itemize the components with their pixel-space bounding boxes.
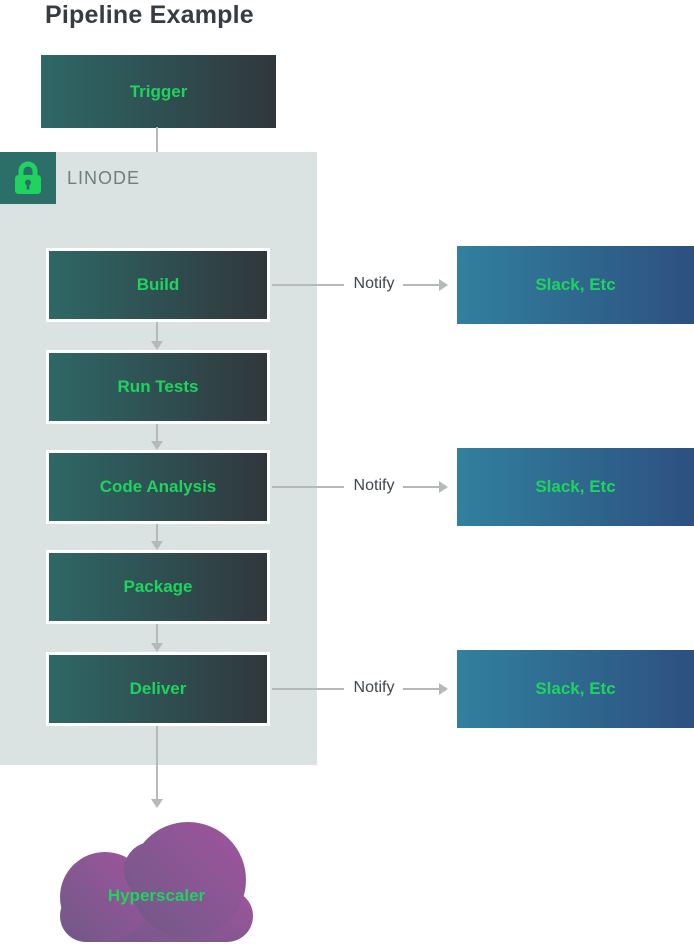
notify-row-build: Notify — [272, 246, 457, 324]
hyperscaler-cloud: Hyperscaler — [60, 822, 253, 942]
arrow-head-icon — [151, 541, 163, 550]
linode-label: LINODE — [67, 167, 141, 188]
arrow-right-icon — [439, 481, 448, 493]
slack-box-1: Slack, Etc — [457, 246, 694, 324]
step-box-package: Package — [46, 550, 270, 624]
notify-label: Notify — [353, 679, 395, 696]
arrow-stem — [156, 322, 158, 342]
arrow-codeanalysis-to-package — [151, 524, 163, 550]
arrow-stem — [403, 486, 439, 488]
slack-label: Slack, Etc — [535, 477, 616, 496]
arrow-stem — [156, 624, 158, 644]
lock-icon — [15, 161, 41, 194]
step-box-run-tests: Run Tests — [46, 350, 270, 424]
connector-line — [272, 284, 344, 286]
notify-row-deliver: Notify — [272, 650, 457, 728]
notify-label: Notify — [353, 275, 395, 292]
arrow-stem — [156, 524, 158, 542]
arrow-head-icon — [151, 799, 163, 808]
arrow-build-to-runtests — [151, 322, 163, 350]
step-label: Package — [123, 577, 193, 596]
arrow-right-icon — [439, 279, 448, 291]
hyperscaler-label: Hyperscaler — [107, 886, 206, 905]
arrow-stem — [403, 284, 439, 286]
arrow-head-icon — [151, 441, 163, 450]
step-label: Code Analysis — [99, 477, 217, 496]
arrow-right-icon — [439, 683, 448, 695]
step-box-code-analysis: Code Analysis — [46, 450, 270, 524]
step-box-deliver: Deliver — [46, 652, 270, 726]
page-title: Pipeline Example — [45, 1, 254, 29]
arrow-stem — [156, 424, 158, 442]
arrow-head-icon — [151, 341, 163, 350]
arrow-runtests-to-codeanalysis — [151, 424, 163, 450]
cloud-icon — [60, 822, 253, 942]
slack-box-2: Slack, Etc — [457, 448, 694, 526]
slack-label: Slack, Etc — [535, 275, 616, 294]
step-box-build: Build — [46, 248, 270, 322]
arrow-head-icon — [151, 643, 163, 652]
trigger-label: Trigger — [129, 81, 188, 101]
step-label: Build — [136, 275, 180, 294]
arrow-stem — [403, 688, 439, 690]
lock-badge — [0, 152, 56, 204]
slack-label: Slack, Etc — [535, 679, 616, 698]
notify-row-code-analysis: Notify — [272, 448, 457, 526]
notify-label: Notify — [353, 477, 395, 494]
arrow-stem — [156, 726, 158, 800]
arrow-deliver-to-hyperscaler — [151, 726, 163, 808]
connector-line — [272, 688, 344, 690]
arrow-package-to-deliver — [151, 624, 163, 652]
step-label: Deliver — [129, 679, 187, 698]
slack-box-3: Slack, Etc — [457, 650, 694, 728]
step-label: Run Tests — [117, 377, 199, 396]
connector-line — [272, 486, 344, 488]
trigger-box: Trigger — [41, 55, 276, 128]
